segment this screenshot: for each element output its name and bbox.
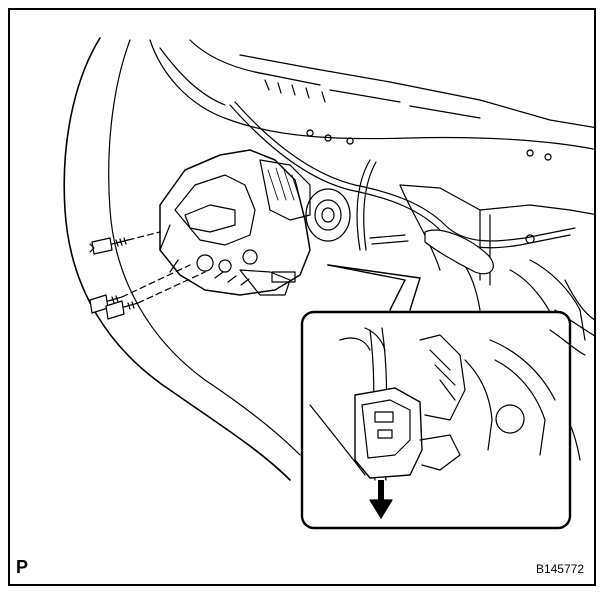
callout-pointer (327, 264, 421, 311)
lock-cables (229, 101, 576, 275)
view-label: P (16, 557, 29, 577)
screw-bottom-right (105, 271, 206, 320)
grommet (305, 188, 351, 242)
door-lock-diagram (63, 37, 594, 530)
screw-top (89, 231, 161, 255)
illustration-frame: P B145772 (8, 8, 596, 586)
screw-bottom-left (89, 264, 191, 314)
figure-code: B145772 (535, 562, 584, 576)
door-inner-structure (309, 279, 594, 476)
detail-inset (300, 310, 572, 530)
door-lock-assembly (159, 149, 311, 296)
